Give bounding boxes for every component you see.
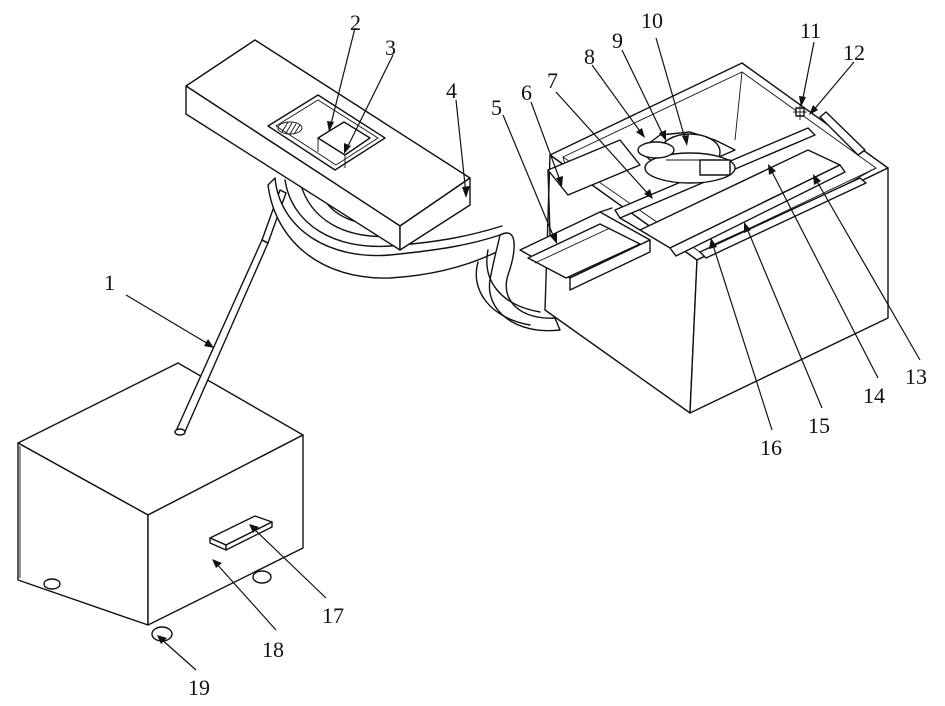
motor-assembly bbox=[637, 131, 736, 184]
callout-12: 12 bbox=[843, 40, 865, 65]
support-pole bbox=[174, 189, 287, 436]
callout-17: 17 bbox=[322, 603, 344, 628]
callout-7: 7 bbox=[547, 68, 558, 93]
callout-19: 19 bbox=[188, 675, 210, 700]
callout-4: 4 bbox=[446, 78, 457, 103]
callout-5: 5 bbox=[491, 95, 502, 120]
callout-9: 9 bbox=[612, 28, 623, 53]
callout-15: 15 bbox=[808, 413, 830, 438]
callout-14: 14 bbox=[863, 383, 885, 408]
callout-labels: 1 2 3 4 5 6 7 8 9 10 11 12 13 14 15 16 1… bbox=[104, 8, 927, 700]
callout-1: 1 bbox=[104, 270, 115, 295]
leader-lines bbox=[125, 27, 921, 671]
callout-3: 3 bbox=[385, 35, 396, 60]
hoses bbox=[267, 177, 561, 332]
callout-10: 10 bbox=[641, 8, 663, 33]
cart-wheels bbox=[43, 570, 272, 642]
cart-box bbox=[17, 362, 304, 626]
callout-13: 13 bbox=[905, 364, 927, 389]
drawer-handle bbox=[209, 515, 273, 551]
trough bbox=[519, 139, 651, 291]
callout-8: 8 bbox=[584, 44, 595, 69]
head-unit bbox=[185, 39, 471, 251]
fan-grille bbox=[277, 121, 303, 135]
connector-fitting bbox=[793, 104, 807, 120]
callout-16: 16 bbox=[760, 435, 782, 460]
callout-6: 6 bbox=[521, 80, 532, 105]
callout-18: 18 bbox=[262, 637, 284, 662]
tank bbox=[519, 62, 889, 414]
callout-2: 2 bbox=[350, 10, 361, 35]
callout-11: 11 bbox=[800, 18, 821, 43]
